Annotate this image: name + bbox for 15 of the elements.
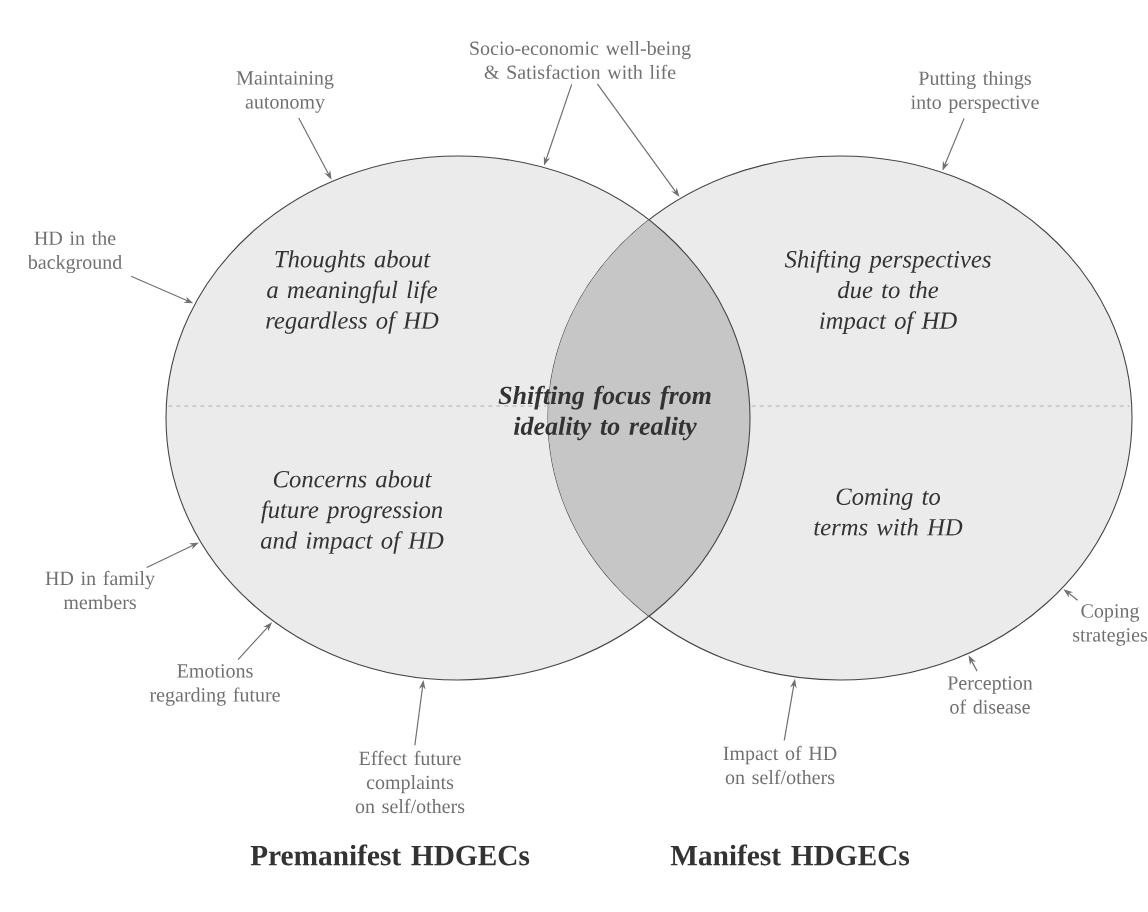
overlap-label: Shifting focus from ideality to reality [498,385,711,441]
factor-label: Effect future complaints on self/others [355,750,465,814]
factor-label: Socio-economic well-being & Satisfaction with life [470,40,691,79]
factor-label: Putting things into perspective [911,70,1039,114]
arrow [596,83,680,197]
node-label: Coming to terms with HD [814,488,963,536]
factor-label: Maintaining autonomy [236,71,334,113]
node-label: Shifting perspectives due to the impact of HD [784,250,991,334]
group-title: Manifest HDGECs [670,844,910,866]
factor-label: Perception of disease [947,676,1033,714]
factor-label: HD in family members [45,570,155,610]
group-title: Premanifest HDGECs [250,844,530,866]
factor-label: Impact of HD on self/others [723,745,837,785]
factor-label: Coping strategies [1073,604,1148,646]
factor-label: HD in the background [27,230,122,274]
